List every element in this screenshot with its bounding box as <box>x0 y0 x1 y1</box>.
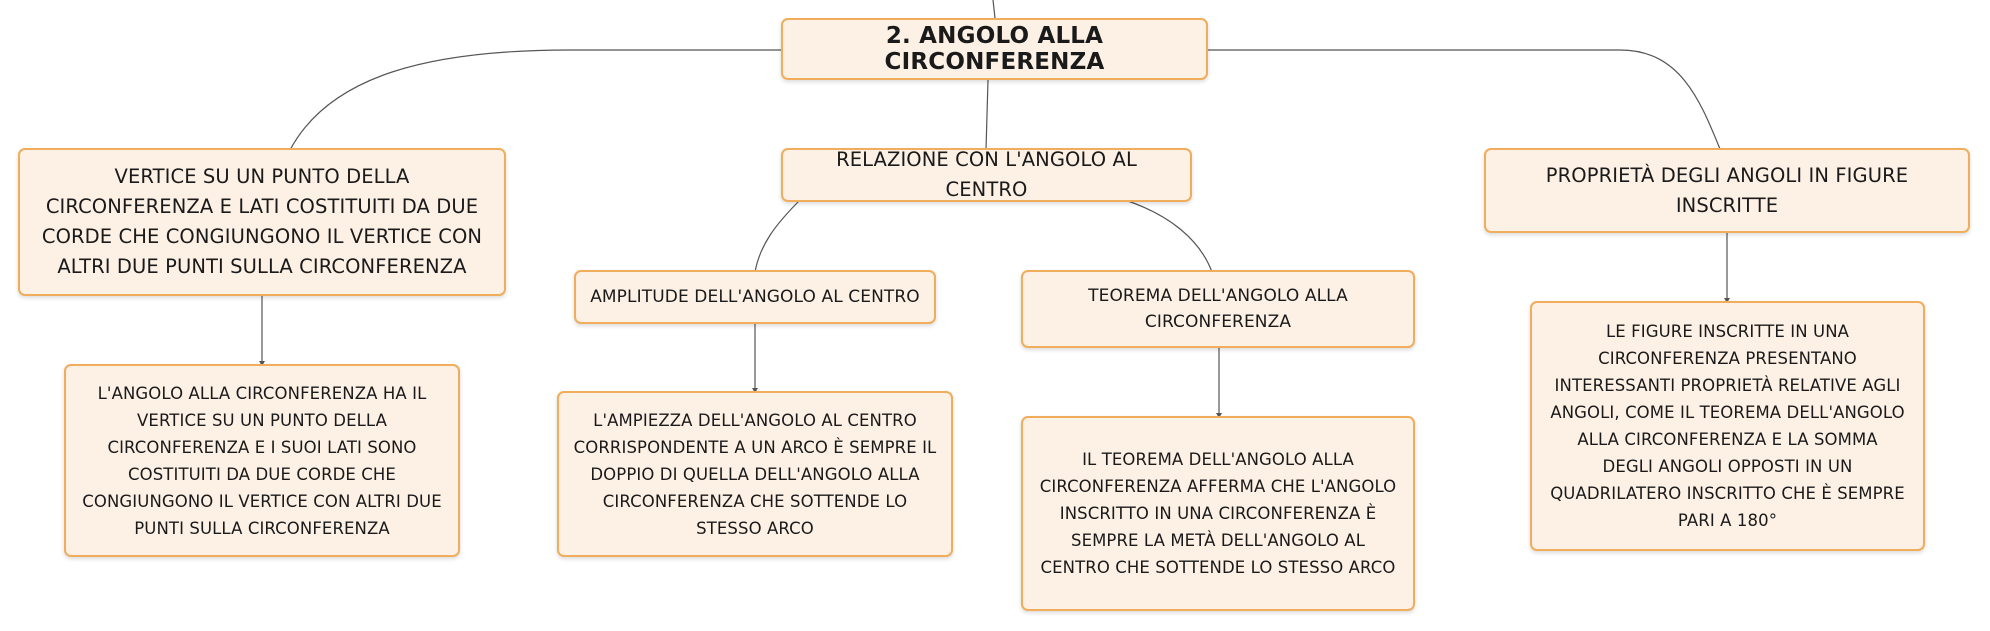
branch-definition-label: VERTICE SU UN PUNTO DELLA CIRCONFERENZA … <box>41 165 483 278</box>
connector-relation-amplitude <box>754 199 801 273</box>
branch-definition-node[interactable]: VERTICE SU UN PUNTO DELLA CIRCONFERENZA … <box>18 148 506 296</box>
branch-relation-node[interactable]: RELAZIONE CON L'ANGOLO AL CENTRO <box>781 148 1192 202</box>
arrow-theorem-detail <box>1216 413 1222 418</box>
connector-parent-root <box>992 0 996 19</box>
definition-detail-text: L'ANGOLO ALLA CIRCONFERENZA HA IL VERTIC… <box>82 383 442 538</box>
properties-detail-text: LE FIGURE INSCRITTE IN UNA CIRCONFERENZA… <box>1550 322 1905 530</box>
connector-root-properties <box>1208 49 1721 150</box>
theorem-detail-node[interactable]: IL TEOREMA DELL'ANGOLO ALLA CIRCONFERENZ… <box>1021 416 1415 611</box>
amplitude-detail-text: L'AMPIEZZA DELL'ANGOLO AL CENTRO CORRISP… <box>573 410 937 538</box>
root-node[interactable]: 2. ANGOLO ALLA CIRCONFERENZA <box>781 18 1208 80</box>
arrow-properties-detail <box>1724 298 1730 303</box>
branch-properties-label: PROPRIETÀ DEGLI ANGOLI IN FIGURE INSCRIT… <box>1545 163 1909 217</box>
theorem-detail-text: IL TEOREMA DELL'ANGOLO ALLA CIRCONFERENZ… <box>1039 450 1397 577</box>
branch-relation-label: RELAZIONE CON L'ANGOLO AL CENTRO <box>836 148 1137 201</box>
amplitude-detail-node[interactable]: L'AMPIEZZA DELL'ANGOLO AL CENTRO CORRISP… <box>557 391 953 557</box>
connector-root-definition <box>289 49 781 151</box>
arrow-amplitude-detail <box>752 388 758 393</box>
properties-detail-node[interactable]: LE FIGURE INSCRITTE IN UNA CIRCONFERENZA… <box>1530 301 1925 551</box>
branch-properties-node[interactable]: PROPRIETÀ DEGLI ANGOLI IN FIGURE INSCRIT… <box>1484 148 1970 233</box>
amplitude-node[interactable]: AMPLITUDE DELL'ANGOLO AL CENTRO <box>574 270 936 324</box>
connector-relation-theorem <box>1124 199 1213 273</box>
theorem-label: TEOREMA DELL'ANGOLO ALLA CIRCONFERENZA <box>1088 286 1348 332</box>
theorem-node[interactable]: TEOREMA DELL'ANGOLO ALLA CIRCONFERENZA <box>1021 270 1415 348</box>
connector-root-relation <box>985 79 989 151</box>
amplitude-label: AMPLITUDE DELL'ANGOLO AL CENTRO <box>590 287 920 307</box>
arrow-definition-detail <box>259 361 265 366</box>
root-label: 2. ANGOLO ALLA CIRCONFERENZA <box>884 23 1105 75</box>
definition-detail-node[interactable]: L'ANGOLO ALLA CIRCONFERENZA HA IL VERTIC… <box>64 364 460 557</box>
